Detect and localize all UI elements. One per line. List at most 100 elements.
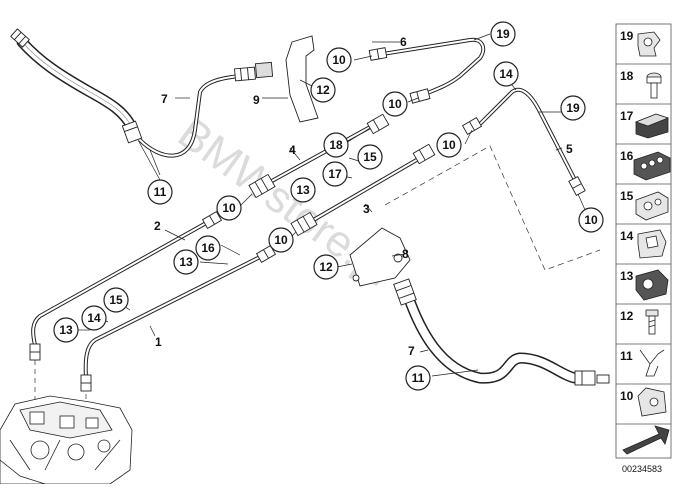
brake-line-5: [478, 87, 577, 181]
line-holder-14-icon: [637, 229, 667, 259]
abs-unit-drawing: [0, 395, 133, 485]
callout-10: 10: [578, 207, 604, 233]
callout-circle: [147, 179, 173, 205]
callout-circle: [493, 61, 519, 87]
callout-number: 13: [296, 183, 310, 197]
callout-14: 14: [81, 305, 107, 331]
bracket-8: [349, 227, 411, 287]
legend-number-19: 19: [620, 29, 634, 43]
bolt-18-icon: [646, 72, 662, 99]
part-label-9: 9: [253, 93, 260, 107]
callout-circle: [322, 161, 348, 187]
callout-10: 10: [268, 227, 294, 253]
callout-circle: [382, 91, 408, 117]
legend-number-17: 17: [620, 109, 634, 123]
callout-number: 12: [319, 260, 333, 274]
callout-number: 13: [59, 323, 73, 337]
callout-number: 18: [329, 138, 343, 152]
reference-number: 00234583: [622, 464, 662, 474]
legend-number-16: 16: [620, 149, 634, 163]
callout-circle: [290, 177, 316, 203]
callout-circle: [310, 77, 336, 103]
callout-circle: [490, 21, 516, 47]
callout-11: 11: [405, 365, 431, 391]
callout-circle: [326, 47, 352, 73]
callout-number: 15: [109, 293, 123, 307]
callout-13: 13: [53, 317, 79, 343]
part-label-8: 8: [402, 247, 409, 261]
callout-12: 12: [310, 77, 336, 103]
callout-11: 11: [147, 179, 173, 205]
part-label-7-bottom: 7: [408, 344, 415, 358]
callout-number: 15: [363, 150, 377, 164]
callout-circle: [560, 95, 586, 121]
callout-10: 10: [436, 132, 462, 158]
bracket-10-icon: [637, 387, 667, 417]
callout-number: 12: [316, 83, 330, 97]
callout-12: 12: [313, 254, 339, 280]
callout-circle: [313, 254, 339, 280]
callout-number: 13: [179, 255, 193, 269]
parts-legend: 19 18 17 16 15 14 13 12 11 10: [615, 23, 672, 474]
part-label-7-top: 7: [161, 92, 168, 106]
callout-number: 10: [332, 53, 346, 67]
line-holder-17-icon: [634, 113, 670, 139]
callout-circle: [195, 235, 221, 261]
callout-circle: [578, 207, 604, 233]
brake-lines: [16, 36, 601, 400]
line-holder-13-icon: [635, 269, 669, 301]
callout-19: 19: [560, 95, 586, 121]
legend-number-15: 15: [620, 189, 634, 203]
callout-circle: [357, 144, 383, 170]
callout-10: 10: [382, 91, 408, 117]
part-label-2: 2: [154, 219, 161, 233]
callout-number: 16: [201, 241, 215, 255]
callout-13: 13: [173, 249, 199, 275]
legend-number-13: 13: [620, 269, 634, 283]
legend-number-10: 10: [620, 389, 634, 403]
callout-number: 10: [442, 138, 456, 152]
callout-number: 10: [388, 97, 402, 111]
part-label-6: 6: [400, 35, 407, 49]
part-labels: 6 7 9 5 4 3 8 2 1 7: [154, 35, 573, 358]
callout-number: 14: [499, 67, 513, 81]
line-holder-15-icon: [635, 191, 669, 221]
callout-13: 13: [290, 177, 316, 203]
legend-number-14: 14: [620, 229, 634, 243]
legend-number-18: 18: [620, 69, 634, 83]
callout-number: 10: [274, 233, 288, 247]
callout-18: 18: [323, 132, 349, 158]
clip-19-icon: [637, 31, 661, 57]
callout-circle: [173, 249, 199, 275]
callout-circle: [436, 132, 462, 158]
callout-number: 10: [222, 201, 236, 215]
callout-number: 19: [496, 27, 510, 41]
callout-19: 19: [490, 21, 516, 47]
callout-10: 10: [326, 47, 352, 73]
part-label-4: 4: [289, 143, 296, 157]
part-label-1: 1: [155, 335, 162, 349]
callout-10: 10: [216, 195, 242, 221]
fittings: [10, 28, 610, 392]
callout-circle: [268, 227, 294, 253]
bracket-9: [285, 35, 319, 123]
callout-circle: [103, 287, 129, 313]
callout-number: 11: [412, 371, 425, 385]
callout-circle: [323, 132, 349, 158]
arrow-icon: [622, 425, 670, 455]
callout-15: 15: [357, 144, 383, 170]
callout-circle: [405, 365, 431, 391]
legend-number-12: 12: [620, 309, 634, 323]
callout-circle: [216, 195, 242, 221]
callout-14: 14: [493, 61, 519, 87]
spring-clip-11-icon: [639, 349, 665, 377]
callout-number: 19: [566, 101, 580, 115]
screw-12-icon: [645, 309, 659, 335]
callout-16: 16: [195, 235, 221, 261]
callout-circle: [53, 317, 79, 343]
callout-number: 14: [87, 311, 101, 325]
legend-number-11: 11: [620, 349, 633, 363]
callout-17: 17: [322, 161, 348, 187]
